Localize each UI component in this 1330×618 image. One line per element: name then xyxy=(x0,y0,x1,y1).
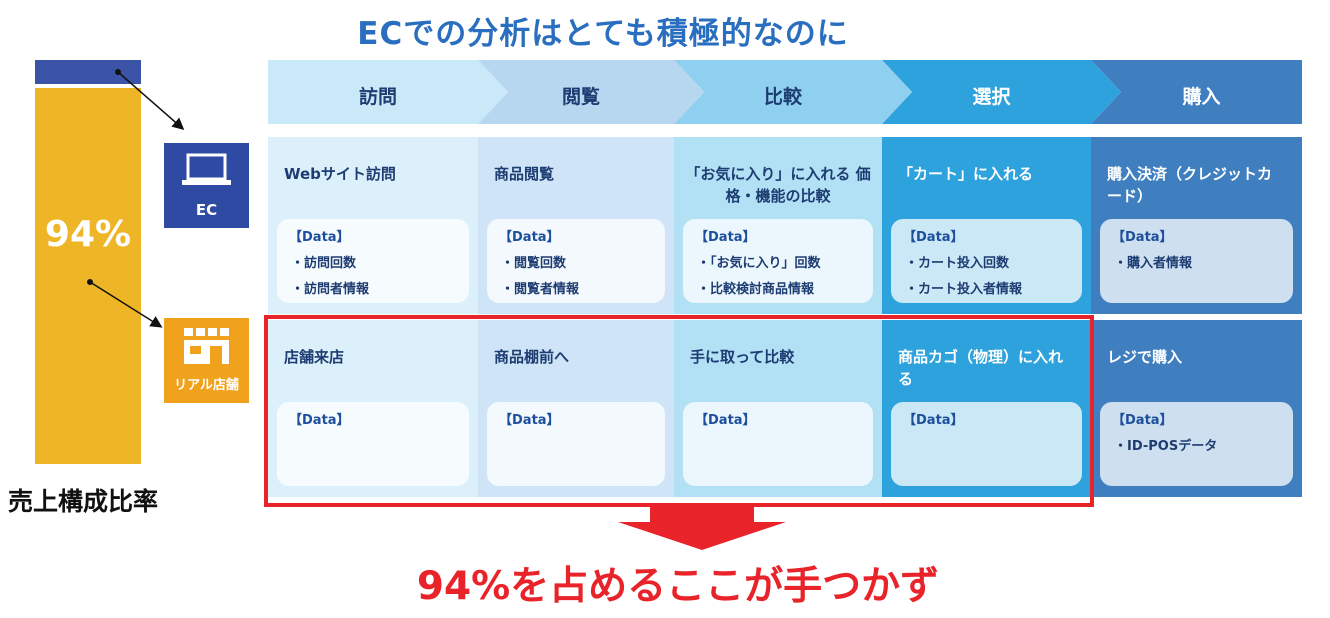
data-box-title: 【Data】 xyxy=(695,230,756,245)
ratio-bar-store-segment xyxy=(35,88,141,464)
stage-chevron-2 xyxy=(478,60,704,124)
stage-chevron-5 xyxy=(1091,60,1302,124)
store-row-cell-3: 手に取って比較【Data】 xyxy=(674,320,882,497)
store-channel-badge xyxy=(164,318,249,403)
ec-row-cell-3: 「お気に入り」に入れる 価格・機能の比較【Data】・「お気に入り」回数・比較検… xyxy=(674,137,882,314)
stage-arrow-band xyxy=(268,60,1302,124)
connector-line-store xyxy=(89,281,163,328)
data-item: ・購入者情報 xyxy=(1114,256,1193,271)
data-box-title: 【Data】 xyxy=(499,413,560,428)
cell-title: 手に取って比較 xyxy=(690,348,795,366)
down-arrow-icon xyxy=(618,506,786,550)
stage-label-3: 比較 xyxy=(763,86,802,108)
stage-label-1: 訪問 xyxy=(358,86,397,108)
cell-title: 店舗来店 xyxy=(284,348,345,366)
stage-chevron-1 xyxy=(268,60,508,124)
cell-title: 商品閲覧 xyxy=(494,165,555,183)
connector-line-ec xyxy=(117,71,185,130)
ec-row-cell-4: 「カート」に入れる【Data】・カート投入回数・カート投入者情報 xyxy=(882,137,1091,314)
ratio-bar-ec-segment xyxy=(35,60,141,84)
data-item: ・カート投入回数 xyxy=(905,256,1010,271)
stage-label-5: 購入 xyxy=(1182,86,1221,108)
store-row-cell-5: レジで購入【Data】・ID-POSデータ xyxy=(1091,320,1302,497)
store-row-cell-4: 商品カゴ（物理）に入れる【Data】 xyxy=(882,320,1091,497)
ratio-value: 94% xyxy=(44,214,132,255)
data-item: ・閲覧者情報 xyxy=(501,282,580,297)
conclusion-text: 94%を占めるここが手つかず xyxy=(416,564,940,609)
store-row-cell-1: 店舗来店【Data】 xyxy=(268,320,478,497)
data-item: ・閲覧回数 xyxy=(501,256,567,271)
data-box: 【Data】 xyxy=(277,402,469,486)
stage-label-4: 選択 xyxy=(972,86,1011,108)
store-row-cell-2: 商品棚前へ【Data】 xyxy=(478,320,674,497)
stage-label-2: 閲覧 xyxy=(561,86,600,108)
cell-title: Webサイト訪問 xyxy=(284,165,396,183)
data-box-title: 【Data】 xyxy=(499,230,560,245)
stage-chevron-3 xyxy=(674,60,912,124)
data-item: ・カート投入者情報 xyxy=(905,282,1023,297)
ec-channel-badge xyxy=(164,143,249,228)
store-channel-label: リアル店舗 xyxy=(174,378,239,393)
data-box: 【Data】 xyxy=(891,402,1082,486)
data-box: 【Data】・ID-POSデータ xyxy=(1100,402,1293,486)
data-box-title: 【Data】 xyxy=(903,413,964,428)
data-box: 【Data】 xyxy=(487,402,665,486)
ec-row-cell-1: Webサイト訪問【Data】・訪問回数・訪問者情報 xyxy=(268,137,478,314)
stage-chevron-4 xyxy=(882,60,1121,124)
connector-arrows xyxy=(87,69,185,328)
data-box-title: 【Data】 xyxy=(695,413,756,428)
laptop-icon xyxy=(182,153,231,185)
ec-row-cell-5: 購入決済（クレジットカード） 【Data】・購入者情報 xyxy=(1091,137,1302,314)
cell-title: レジで購入 xyxy=(1107,348,1183,366)
data-item: ・ID-POSデータ xyxy=(1114,439,1218,454)
data-box: 【Data】 xyxy=(683,402,873,486)
data-box-title: 【Data】 xyxy=(1112,413,1173,428)
cell-title: 「カート」に入れる xyxy=(898,165,1034,183)
data-box-title: 【Data】 xyxy=(289,413,350,428)
data-box: 【Data】・閲覧回数・閲覧者情報 xyxy=(487,219,665,303)
storefront-icon xyxy=(184,328,229,364)
data-box-title: 【Data】 xyxy=(289,230,350,245)
data-item: ・訪問者情報 xyxy=(291,282,370,297)
cell-title: 「お気に入り」に入れる 価格・機能の比較 xyxy=(685,165,871,205)
cell-title: 購入決済（クレジットカード） xyxy=(1107,165,1273,205)
data-item: ・比較検討商品情報 xyxy=(697,282,815,297)
headline: ECでの分析はとても積極的なのに xyxy=(357,16,849,52)
ec-channel-label: EC xyxy=(195,201,218,219)
data-box-title: 【Data】 xyxy=(1112,230,1173,245)
data-item: ・「お気に入り」回数 xyxy=(697,256,821,271)
cell-title: 商品カゴ（物理）に入れる xyxy=(898,348,1064,388)
data-box: 【Data】・購入者情報 xyxy=(1100,219,1293,303)
data-box: 【Data】・カート投入回数・カート投入者情報 xyxy=(891,219,1082,303)
data-box: 【Data】・訪問回数・訪問者情報 xyxy=(277,219,469,303)
data-item: ・訪問回数 xyxy=(291,256,357,271)
store-row-highlight-frame xyxy=(264,315,1094,507)
data-box-title: 【Data】 xyxy=(903,230,964,245)
ec-row-cell-2: 商品閲覧【Data】・閲覧回数・閲覧者情報 xyxy=(478,137,674,314)
cell-title: 商品棚前へ xyxy=(494,348,570,366)
data-box: 【Data】・「お気に入り」回数・比較検討商品情報 xyxy=(683,219,873,303)
ratio-caption: 売上構成比率 xyxy=(8,487,159,516)
